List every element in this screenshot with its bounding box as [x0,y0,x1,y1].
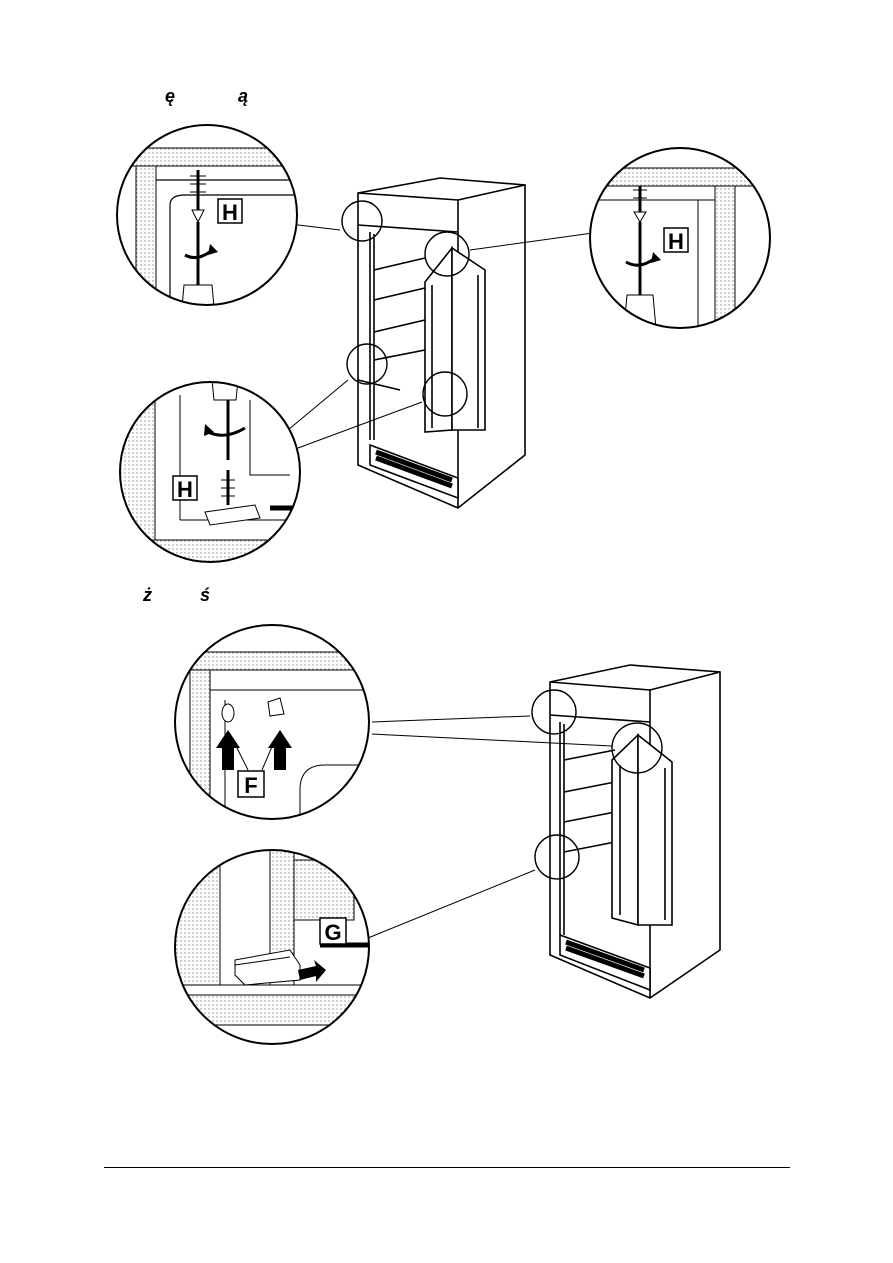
heading-fragment-4: ś [200,585,211,605]
top-detail-circles [341,200,470,417]
label-f: F [237,770,265,798]
svg-text:H: H [222,200,238,225]
label-h-top-right: H [663,227,689,254]
bottom-leader-lines [367,715,613,939]
fridge-bottom [549,664,721,999]
top-leader-lines [287,223,601,449]
detail-circle-bottom-left [120,382,300,562]
label-g: G [319,917,347,945]
heading-fragment-1: ę [165,86,176,106]
detail-circle-top-left [117,125,297,305]
heading-fragment-2: ą [238,86,249,106]
svg-text:H: H [668,229,684,254]
footer-rule [104,1167,790,1168]
svg-text:G: G [324,920,341,945]
heading-fragment-3: ż [143,585,152,605]
detail-circle-g [175,850,369,1044]
label-h-bottom: H [172,475,198,502]
fridge-top [357,177,526,509]
label-h-top-left: H [217,198,243,225]
svg-text:H: H [177,477,193,502]
detail-circle-f [175,625,369,819]
bottom-detail-circles [531,689,663,880]
svg-text:F: F [244,773,257,798]
